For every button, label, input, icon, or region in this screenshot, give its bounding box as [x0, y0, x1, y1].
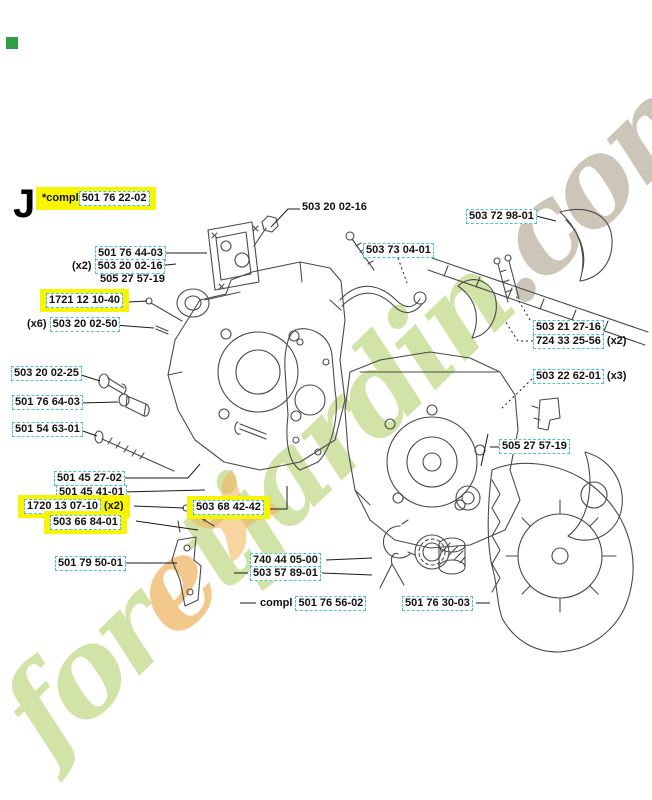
part-label-501-45-27-02: 501 45 27-02	[54, 471, 125, 486]
part-label-503-57-89-01: 503 57 89-01	[250, 566, 321, 581]
green-corner-marker	[6, 37, 18, 49]
part-label-503-20-02-16-x2: (x2) 503 20 02-16	[72, 259, 166, 274]
part-label-501-79-50-01: 501 79 50-01	[55, 556, 126, 571]
part-label-503-21-27-16: 503 21 27-16	[533, 320, 604, 335]
part-label-1721-12-10-40: 1721 12 10-40	[40, 289, 129, 312]
part-label-724-33-25-56-x2: 724 33 25-56 (x2)	[533, 334, 626, 349]
part-label-503-66-84-01: 503 66 84-01	[44, 511, 127, 534]
part-label-505-27-57-19-right: 505 27 57-19	[499, 439, 570, 454]
part-label-505-27-57-19-left: 505 27 57-19	[100, 273, 165, 285]
watermark-text: foretjardin.com	[0, 28, 652, 787]
part-label-503-20-02-16-top: 503 20 02-16	[302, 201, 367, 213]
part-label-501-54-63-01: 501 54 63-01	[12, 422, 83, 437]
watermark: foretjardin.com	[0, 28, 652, 787]
part-label-compl-501-76-56-02: compl 501 76 56-02	[260, 596, 367, 611]
drawing-ref-letter: J	[13, 182, 36, 226]
leader-lines	[77, 208, 557, 604]
part-label-501-76-30-03: 501 76 30-03	[402, 596, 473, 611]
part-label-503-68-42-42: 503 68 42-42	[187, 496, 270, 519]
part-label-503-72-98-01: 503 72 98-01	[466, 209, 537, 224]
part-label-503-73-04-01: 503 73 04-01	[363, 243, 434, 258]
part-label-501-76-64-03: 501 76 64-03	[12, 395, 83, 410]
part-label-740-44-05-00: 740 44 05-00	[250, 553, 321, 568]
part-label-503-20-02-50-x6: (x6) 503 20 02-50	[27, 317, 121, 332]
part-label-503-20-02-25: 503 20 02-25	[11, 366, 82, 381]
part-label-503-22-62-01-x3: 503 22 62-01 (x3)	[533, 369, 626, 384]
